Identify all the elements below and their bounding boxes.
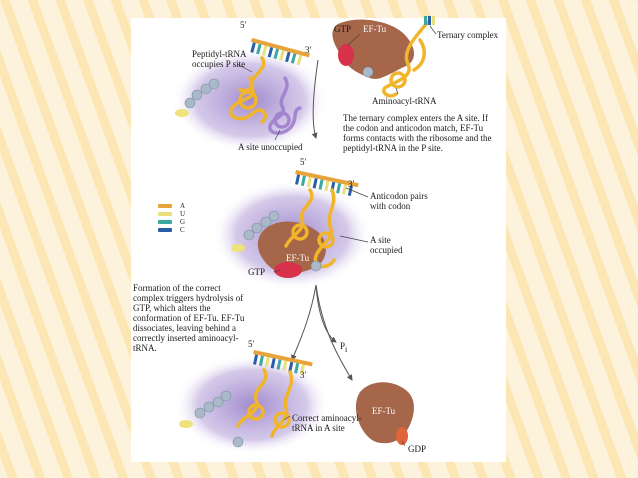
eftu-released [355,382,414,445]
gdp-label: GDP [408,444,427,454]
key-letter-a: A [180,202,186,210]
peptide-end-mid [231,244,245,252]
ribosome-top [172,48,328,152]
formation-caption: Formation of the correct complex trigger… [133,283,245,353]
key-letter-u: U [180,210,186,218]
key-swatch-a [158,204,172,208]
five-prime-bottom-label: 5′ [248,339,255,349]
key-swatch-g [158,220,172,224]
gtp-top-label: GTP [334,24,352,34]
peptide-chain-bottom [194,390,244,448]
peptidyl-trna-top [228,56,267,124]
arrow-ternary-to-a-site [311,59,319,139]
ternary-enters-caption: The ternary complex enters the A site. I… [343,113,492,153]
mrna-mid [295,170,359,196]
aminoacyl-trna-ternary [382,20,430,98]
peptidyl-trna-label: Peptidyl-tRNA occupies P site [192,49,247,69]
peptide-end-top [175,109,189,117]
trnas-bottom [236,368,294,438]
peptide-chain-mid [243,210,322,272]
arrow-mid-to-bottom [291,284,317,361]
a-site-ghost-trna [268,76,302,135]
pointer-lines [236,25,437,447]
eftu-ternary [332,19,415,79]
peptide-end-bottom [179,420,193,428]
mrna-bottom [253,350,313,375]
pi-subscript: i [345,344,348,354]
anticodon-ternary [424,16,435,25]
key-letter-g: G [180,218,186,226]
three-prime-bottom-label: 3′ [300,370,307,380]
a-site-unoccupied-label: A site unoccupied [238,142,303,152]
peptide-chain-top [184,78,220,109]
aa-ternary [362,66,374,78]
three-prime-mid-label: 3′ [348,179,355,189]
pi-letter: P [340,341,346,351]
gtp-mid-label: GTP [248,267,266,277]
anticodon-pairs-label: Anticodon pairs with codon [370,191,428,211]
key-swatch-u [158,212,172,216]
arrow-pi [315,284,337,343]
three-prime-top-label: 3′ [305,45,312,55]
eftu-bottom-label: EF-Tu [372,406,396,416]
five-prime-top-label: 5′ [240,20,247,30]
pi-label: Pi [340,341,347,355]
five-prime-mid-label: 5′ [300,157,307,167]
a-site-occupied-label: A site occupied [370,235,403,255]
correct-aminoacyl-label: Correct aminoacyl-tRNA in A site [292,413,362,433]
mrna-top [250,38,310,66]
eftu-top-label: EF-Tu [363,24,387,34]
eftu-mid [257,221,326,278]
key-swatch-c [158,228,172,232]
key-letter-c: C [180,226,185,234]
aminoacyl-trna-label: Aminoacyl-tRNA [372,96,437,106]
arrow-eftu-release [315,284,353,381]
eftu-mid-label: EF-Tu [286,253,310,263]
ternary-complex-label: Ternary complex [437,30,499,40]
